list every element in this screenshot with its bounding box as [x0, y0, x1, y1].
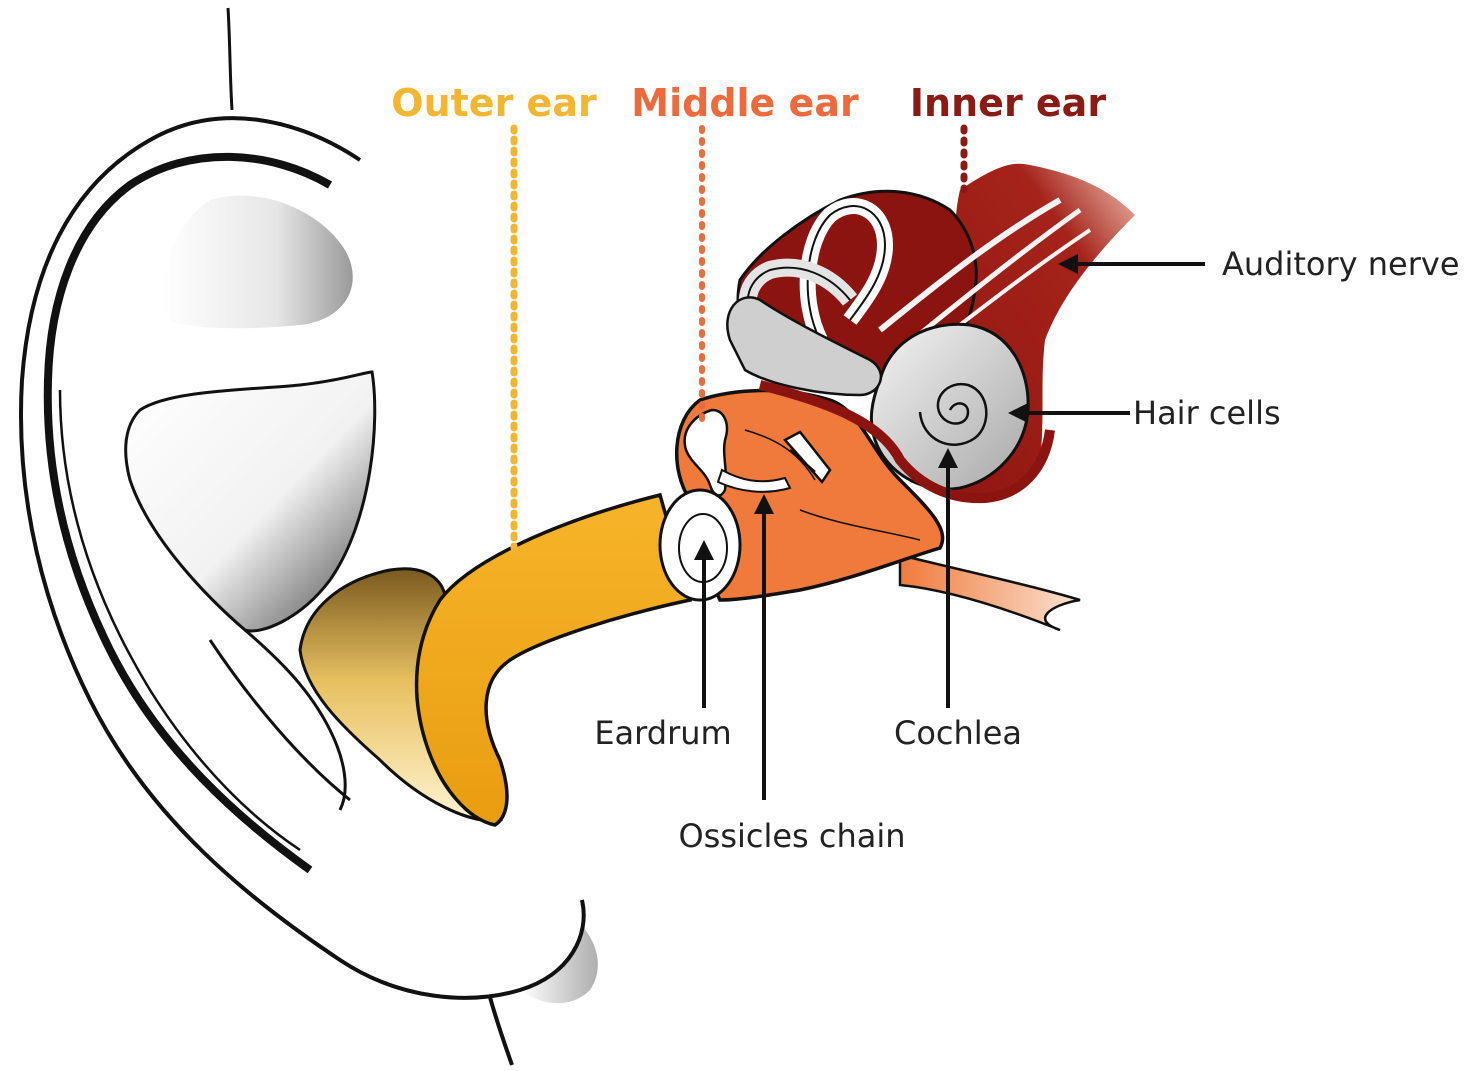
- middle-ear-label: Middle ear: [631, 81, 859, 125]
- cochlea-label: Cochlea: [894, 714, 1022, 752]
- top-hair-stroke: [228, 8, 232, 110]
- eardrum-membrane: [660, 490, 740, 600]
- eustachian-tube: [900, 555, 1080, 630]
- ossicles-chain-label: Ossicles chain: [678, 817, 905, 855]
- outer-ear-label: Outer ear: [391, 81, 597, 125]
- auditory-nerve-label: Auditory nerve: [1222, 245, 1460, 283]
- eardrum-label: Eardrum: [594, 714, 731, 752]
- hair-cells-label: Hair cells: [1133, 394, 1281, 432]
- lobe-hair-stroke: [488, 990, 512, 1065]
- inner-ear-label: Inner ear: [910, 81, 1106, 125]
